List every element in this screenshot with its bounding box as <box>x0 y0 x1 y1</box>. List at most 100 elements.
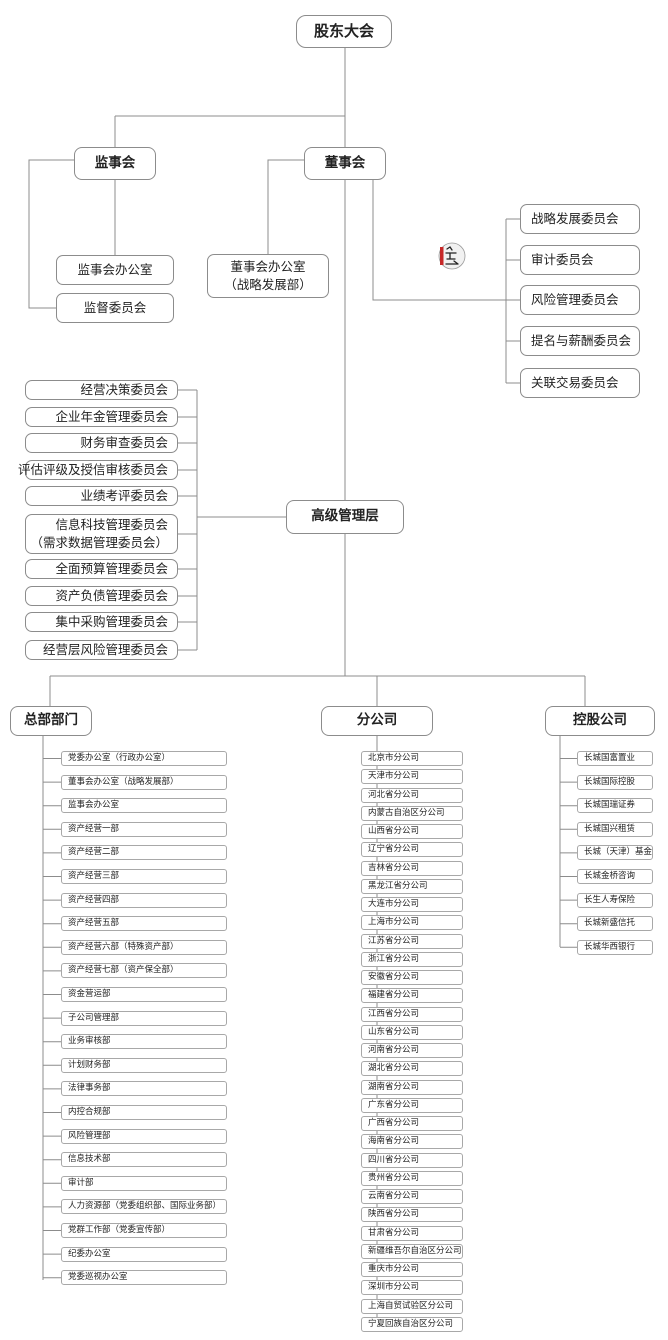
hq-department-item: 资产经营四部 <box>61 892 227 908</box>
connector-senior-committees <box>178 389 286 651</box>
holding-item: 长城国际控股 <box>577 774 653 790</box>
senior-committee-label: 资产负债管理委员会 <box>55 587 168 603</box>
supervision-committee-label: 监督委员会 <box>83 299 147 315</box>
hq-department-item: 资产经营六部（特殊资产部） <box>61 939 227 955</box>
connector-board-committees <box>372 180 520 384</box>
branch-item: 天津市分公司 <box>361 769 463 785</box>
hq-department-item: 纪委办公室 <box>61 1246 227 1262</box>
branch-item: 宁夏回族自治区分公司 <box>361 1316 463 1332</box>
branch-item: 大连市分公司 <box>361 897 463 912</box>
branch-item: 深圳市分公司 <box>361 1280 463 1296</box>
branch-item: 湖北省分公司 <box>361 1061 463 1077</box>
board-committee-related-party: 关联交易委员会 <box>520 368 640 398</box>
board-committee-label: 战略发展委员会 <box>531 210 619 226</box>
connector-board-office <box>267 159 304 254</box>
board-committee-strategy: 战略发展委员会 <box>520 204 640 234</box>
branch-item: 海南省分公司 <box>361 1134 463 1150</box>
holding-item: 长城金桥咨询 <box>577 869 653 884</box>
hq-department-item: 党委办公室（行政办公室） <box>61 751 227 766</box>
branch-item: 安徽省分公司 <box>361 970 463 985</box>
holding-item: 长城新盛信托 <box>577 916 653 932</box>
senior-committee-label: 信息科技管理委员会 <box>55 516 168 532</box>
board-committee-audit: 审计委员会 <box>520 245 640 275</box>
board-of-directors-label: 董事会 <box>324 154 366 171</box>
holding-item: 长城国兴租赁 <box>577 821 653 837</box>
supervisory-office-label: 监事会办公室 <box>77 261 153 277</box>
hq-department-item: 计划财务部 <box>61 1057 227 1073</box>
senior-management-label: 高级管理层 <box>311 508 379 525</box>
branch-companies: 分公司 <box>321 706 433 736</box>
branch-item: 上海自贸试验区分公司 <box>361 1298 463 1314</box>
board-office: 董事会办公室 （战略发展部） <box>207 254 329 298</box>
branch-item: 湖南省分公司 <box>361 1079 463 1095</box>
connector-senior-down <box>49 534 586 706</box>
hq-department-item: 党群工作部（党委宣传部） <box>61 1223 227 1238</box>
hq-department-item: 人力资源部（党委组织部、国际业务部） <box>61 1199 227 1215</box>
branch-item: 河北省分公司 <box>361 787 463 803</box>
branch-item: 山东省分公司 <box>361 1024 463 1040</box>
connector-supervisory-left <box>28 159 74 309</box>
holding-item: 长城国富置业 <box>577 751 653 766</box>
senior-committee-procurement: 集中采购管理委员会 <box>25 612 178 632</box>
hq-department-item: 董事会办公室（战略发展部） <box>61 774 227 790</box>
senior-committee-label: 集中采购管理委员会 <box>55 613 168 629</box>
branch-item: 云南省分公司 <box>361 1189 463 1204</box>
branch-item: 贵州省分公司 <box>361 1170 463 1186</box>
senior-committee-label: 评估评级及授信审核委员会 <box>17 461 168 477</box>
senior-committee-business-decision: 经营决策委员会 <box>25 380 178 400</box>
supervision-committee: 监督委员会 <box>56 293 174 323</box>
branch-item: 广西省分公司 <box>361 1116 463 1131</box>
branch-item: 上海市分公司 <box>361 915 463 931</box>
logo-seal-icon <box>438 242 466 270</box>
hq-department-item: 资产经营五部 <box>61 916 227 932</box>
holding-companies-label: 控股公司 <box>573 712 627 729</box>
hq-department-item: 监事会办公室 <box>61 798 227 814</box>
shareholders-meeting-label: 股东大会 <box>313 21 374 40</box>
senior-committee-sublabel: （需求数据管理委员会） <box>30 535 168 550</box>
hq-department-item: 资产经营二部 <box>61 845 227 861</box>
branch-companies-label: 分公司 <box>356 712 398 729</box>
senior-committee-label: 全面预算管理委员会 <box>55 560 168 576</box>
senior-committee-alm: 资产负债管理委员会 <box>25 586 178 606</box>
shareholders-meeting: 股东大会 <box>296 15 392 48</box>
board-committee-risk: 风险管理委员会 <box>520 285 640 315</box>
senior-committee-budget: 全面预算管理委员会 <box>25 559 178 579</box>
holding-companies: 控股公司 <box>545 706 655 736</box>
branch-item: 内蒙古自治区分公司 <box>361 805 463 821</box>
branch-item: 重庆市分公司 <box>361 1262 463 1277</box>
hq-department-item: 风险管理部 <box>61 1128 227 1144</box>
senior-committee-label: 企业年金管理委员会 <box>55 408 168 424</box>
hq-department-item: 审计部 <box>61 1175 227 1191</box>
hq-department-item: 资产经营七部（资产保全部） <box>61 963 227 979</box>
hq-departments-label: 总部部门 <box>24 712 78 729</box>
board-committee-label: 关联交易委员会 <box>531 374 619 390</box>
branch-item: 甘肃省分公司 <box>361 1225 463 1241</box>
supervisory-board: 监事会 <box>74 147 156 180</box>
senior-committee-performance: 业绩考评委员会 <box>25 486 178 506</box>
board-committee-label: 提名与薪酬委员会 <box>531 332 632 348</box>
supervisory-office: 监事会办公室 <box>56 255 174 285</box>
hq-department-item: 资产经营三部 <box>61 869 227 884</box>
hq-department-item: 法律事务部 <box>61 1081 227 1097</box>
senior-committee-risk: 经营层风险管理委员会 <box>25 640 178 660</box>
branch-item: 山西省分公司 <box>361 824 463 839</box>
hq-department-item: 内控合规部 <box>61 1105 227 1120</box>
holding-item: 长城（天津）基金 <box>577 845 653 861</box>
branch-item: 辽宁省分公司 <box>361 842 463 858</box>
board-committee-nomination: 提名与薪酬委员会 <box>520 326 640 356</box>
senior-committee-rating-credit: 评估评级及授信审核委员会 <box>18 460 178 480</box>
board-office-label: 董事会办公室 <box>230 258 306 274</box>
senior-committee-label: 财务审查委员会 <box>80 434 168 450</box>
branch-item: 江西省分公司 <box>361 1006 463 1022</box>
hq-department-item: 资金营运部 <box>61 987 227 1002</box>
hq-department-item: 业务审核部 <box>61 1034 227 1050</box>
board-office-sublabel: （战略发展部） <box>224 277 312 292</box>
board-committee-label: 风险管理委员会 <box>531 291 619 307</box>
branch-item: 浙江省分公司 <box>361 951 463 967</box>
branch-item: 广东省分公司 <box>361 1097 463 1113</box>
branch-item: 四川省分公司 <box>361 1152 463 1168</box>
hq-departments: 总部部门 <box>10 706 92 736</box>
branch-item: 江苏省分公司 <box>361 933 463 949</box>
hq-department-item: 党委巡视办公室 <box>61 1270 227 1286</box>
